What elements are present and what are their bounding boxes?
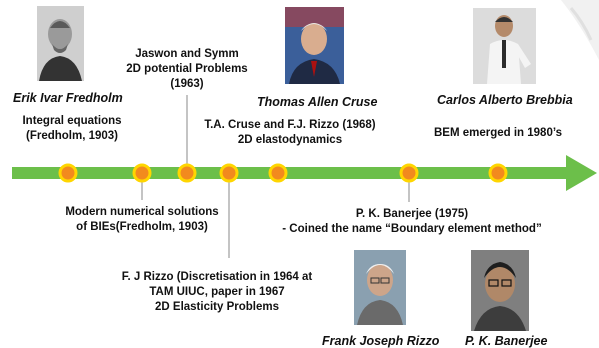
caption-line: 2D potential Problems: [126, 63, 248, 75]
brebbia-name: Carlos Alberto Brebbia: [437, 93, 573, 107]
marker-bem-1980s: [488, 163, 508, 183]
rizzo-discretisation-caption: F. J Rizzo (Discretisation in 1964 at TA…: [117, 270, 317, 315]
caption-line: Jaswon and Symm: [135, 48, 239, 60]
cruse-rizzo-caption: T.A. Cruse and F.J. Rizzo (1968) 2D elas…: [197, 118, 383, 148]
caption-line: (Fredholm, 1903): [25, 130, 119, 142]
marker-modern-numerical: [132, 163, 152, 183]
caption-line: Modern numerical solutions: [65, 206, 219, 218]
cruse-portrait: [285, 7, 344, 84]
marker-jaswon-symm: [177, 163, 197, 183]
person-portrait-icon: [354, 250, 406, 325]
caption-line: Integral equations: [22, 115, 122, 127]
marker-fredholm-1903: [58, 163, 78, 183]
caption-line: of BIEs(Fredholm, 1903): [76, 221, 208, 233]
marker-cruse-rizzo-1968: [268, 163, 288, 183]
person-portrait-icon: [473, 8, 536, 84]
rizzo-name: Frank Joseph Rizzo: [322, 334, 440, 348]
caption-line: TAM UIUC, paper in 1967: [149, 286, 285, 298]
caption-line: P. K. Banerjee (1975): [355, 208, 469, 220]
timeline-markers: [58, 163, 508, 183]
person-portrait-icon: [285, 7, 344, 84]
fredholm-portrait: [37, 6, 84, 81]
person-portrait-icon: [471, 250, 529, 331]
rizzo-portrait: [354, 250, 406, 325]
modern-numerical-caption: Modern numerical solutions of BIEs(Fredh…: [52, 205, 232, 235]
jaswon-symm-caption: Jaswon and Symm 2D potential Problems (1…: [124, 47, 250, 92]
person-portrait-icon: [37, 6, 84, 81]
journal-logo-icon: [561, 0, 599, 60]
banerjee-portrait: [471, 250, 529, 331]
banerjee-name: P. K. Banerjee: [465, 334, 548, 348]
caption-line: F. J Rizzo (Discretisation in 1964 at: [121, 271, 313, 283]
caption-line: 2D Elasticity Problems: [155, 301, 279, 313]
brebbia-portrait: [473, 8, 536, 84]
bem-emerged-caption: BEM emerged in 1980’s: [433, 127, 563, 139]
marker-banerjee-1975: [399, 163, 419, 183]
timeline-arrow: [12, 155, 597, 191]
cruse-name: Thomas Allen Cruse: [257, 95, 378, 109]
caption-line: (1963): [170, 78, 204, 90]
marker-rizzo-1964: [219, 163, 239, 183]
caption-line: - Coined the name “Boundary element meth…: [282, 223, 542, 235]
fredholm-name: Erik Ivar Fredholm: [13, 91, 123, 105]
caption-line: T.A. Cruse and F.J. Rizzo (1968): [204, 119, 376, 131]
integral-equations-caption: Integral equations (Fredholm, 1903): [12, 114, 132, 144]
caption-line: 2D elastodynamics: [237, 134, 343, 146]
banerjee-1975-caption: P. K. Banerjee (1975) - Coined the name …: [268, 207, 556, 237]
